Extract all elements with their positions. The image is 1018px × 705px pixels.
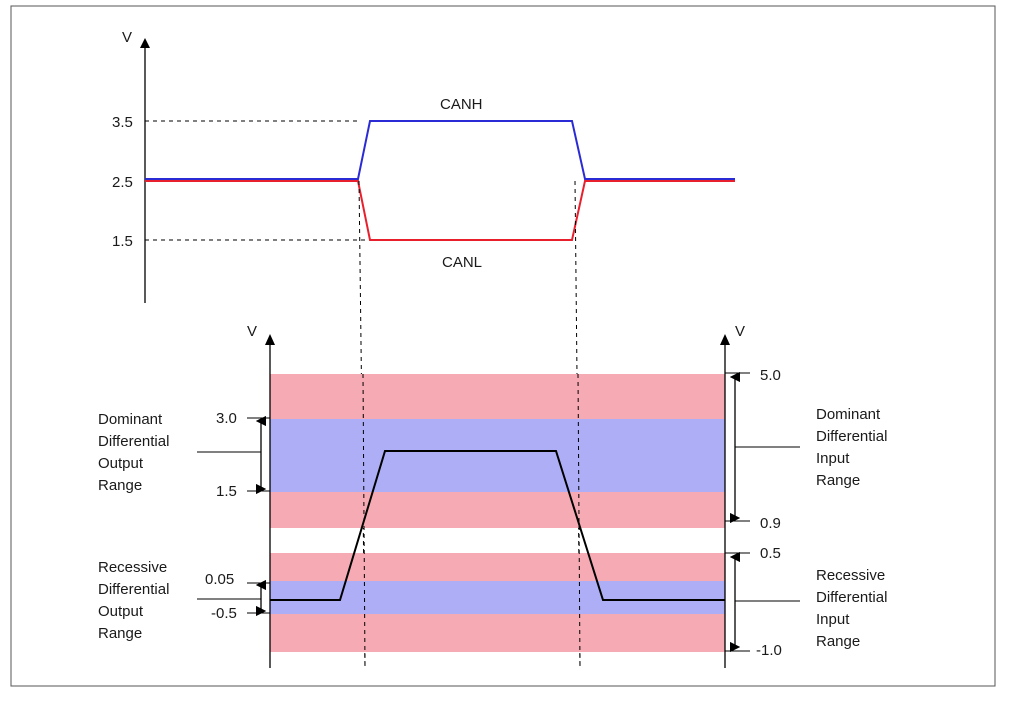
right-tick-5-0: 5.0 (760, 367, 781, 384)
right-tick-0-9: 0.9 (760, 515, 781, 532)
upper-lower-red-band (270, 492, 725, 528)
lower-red-band (270, 614, 725, 652)
top-tick-1-5: 1.5 (112, 233, 133, 250)
top-tick-2-5: 2.5 (112, 174, 133, 191)
top-y-axis-arrow-icon (140, 38, 150, 48)
recessive-output-band (270, 581, 725, 614)
canh-label: CANH (440, 96, 483, 113)
dominant-output-label: Dominant Differential Output Range (98, 411, 174, 494)
dominant-input-label: Dominant Differential Input Range (816, 406, 892, 489)
bottom-right-axis-label: V (735, 323, 745, 340)
canl-trace (145, 180, 735, 241)
recessive-input-label: Recessive Differential Input Range (816, 567, 892, 650)
canh-trace (145, 120, 735, 180)
right-tick-minus-1-0: -1.0 (756, 642, 782, 659)
top-tick-3-5: 3.5 (112, 114, 133, 131)
dominant-output-band (270, 419, 725, 492)
bottom-chart: V V 3.0 1.5 0.05 -0.5 Dominant Different… (98, 323, 892, 669)
left-tick-0-05: 0.05 (205, 571, 234, 588)
figure-frame (10, 5, 996, 687)
top-chart: V 3.5 2.5 1.5 CANH CANL (112, 29, 735, 303)
right-tick-0-5: 0.5 (760, 545, 781, 562)
differential-voltage-trace (270, 450, 725, 601)
left-tick-minus-0-5: -0.5 (211, 605, 237, 622)
upper-red-band (270, 374, 725, 419)
bottom-left-axis-arrow-icon (265, 334, 275, 345)
canl-label: CANL (442, 254, 482, 271)
recessive-upper-red-band (270, 553, 725, 581)
bottom-left-axis-label: V (247, 323, 257, 340)
bottom-right-axis-arrow-icon (720, 334, 730, 345)
left-tick-3-0: 3.0 (216, 410, 237, 427)
recessive-output-label: Recessive Differential Output Range (98, 559, 174, 642)
top-y-axis-label: V (122, 29, 132, 46)
left-tick-1-5: 1.5 (216, 483, 237, 500)
